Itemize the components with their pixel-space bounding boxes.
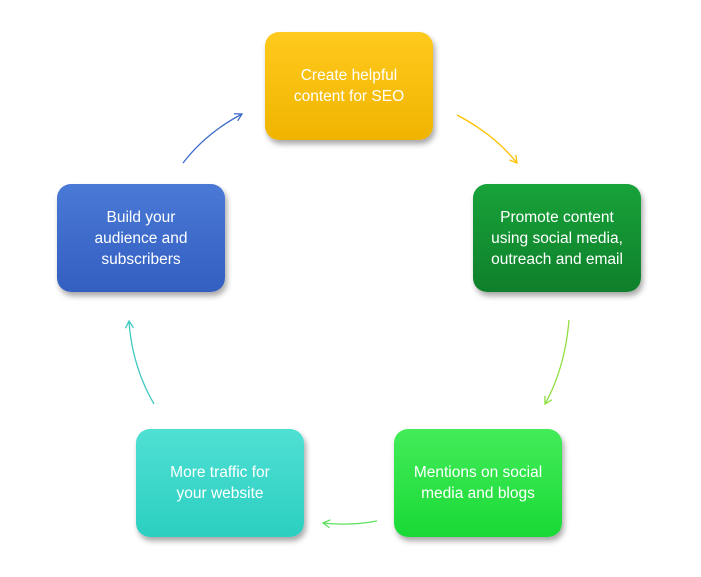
node-mentions-label: Mentions on social media and blogs (413, 464, 543, 502)
arrow-1-to-2 (456, 114, 518, 165)
arrow-3-to-4 (321, 519, 378, 529)
node-more-traffic-label: More traffic for your website (170, 464, 270, 502)
node-create-content-label: Create helpful content for SEO (293, 67, 405, 105)
arrow-5-to-1 (182, 113, 244, 164)
node-more-traffic: More traffic for your website (136, 429, 304, 537)
node-promote-content: Promote content using social media, outr… (473, 184, 641, 292)
node-build-audience: Build your audience and subscribers (57, 184, 225, 292)
node-mentions: Mentions on social media and blogs (394, 429, 562, 537)
arrow-4-to-5 (124, 319, 155, 405)
node-promote-content-label: Promote content using social media, outr… (491, 208, 623, 268)
node-create-content: Create helpful content for SEO (265, 32, 433, 140)
arrow-2-to-3 (544, 319, 570, 406)
node-build-audience-label: Build your audience and subscribers (94, 208, 188, 268)
